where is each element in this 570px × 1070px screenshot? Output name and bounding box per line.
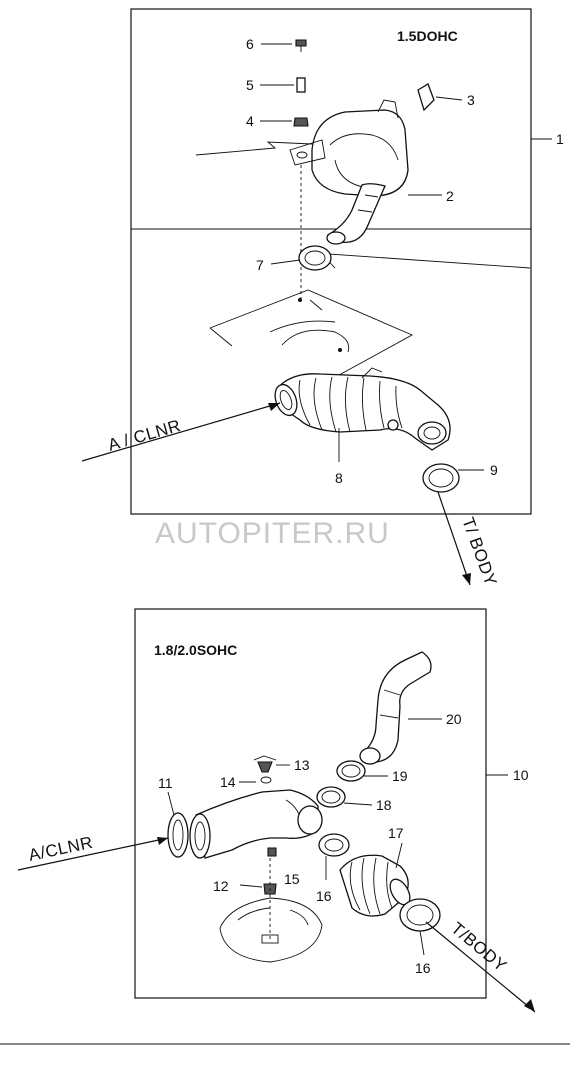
resonator-part: [289, 99, 409, 245]
seal-ring-part: [167, 812, 189, 858]
arrow-out-bottom: [425, 921, 536, 1013]
callout-10: 10: [513, 767, 529, 783]
callout-5: 5: [246, 77, 254, 93]
callout-4: 4: [246, 113, 254, 129]
arrow-in-bottom: [17, 837, 169, 871]
top-frame: [130, 8, 532, 515]
bracket-part: [417, 83, 435, 112]
bellows-part: [339, 854, 411, 917]
callout-17: 17: [388, 825, 404, 841]
callout-6: 6: [246, 36, 254, 52]
clamp-part-9: [422, 463, 460, 493]
watermark: AUTOPITER.RU: [155, 517, 390, 550]
callout-1: 1: [556, 131, 564, 147]
clamp-part-18: [316, 786, 346, 808]
callout-15: 15: [284, 871, 300, 887]
wing-nut-part: [257, 761, 273, 773]
callout-19: 19: [392, 768, 408, 784]
bottom-diagram: 1.8/2.0SOHC 10 11 12 13 14 15 16 16 17 1…: [17, 608, 536, 1013]
callout-14: 14: [220, 774, 236, 790]
intake-pipe-part: [189, 789, 323, 859]
clamp-part-16b: [399, 898, 441, 932]
callout-20: 20: [446, 711, 462, 727]
callout-12: 12: [213, 878, 229, 894]
fastener-stack: [293, 39, 309, 300]
callout-9: 9: [490, 462, 498, 478]
callout-18: 18: [376, 797, 392, 813]
callout-2: 2: [446, 188, 454, 204]
mounting-plate-bottom: [219, 897, 323, 963]
bottom-frame: [134, 608, 487, 999]
top-diagram: 1.5DOHC 1 2 3 4 5 6 7 8 9 A / CLNR T/ BO…: [81, 8, 564, 589]
clamp-part: [298, 245, 332, 271]
callout-16b: 16: [415, 960, 431, 976]
mounting-plate: [209, 289, 414, 381]
engine-label-top: 1.5DOHC: [397, 28, 458, 44]
arrow-in-label-top: A / CLNR: [106, 416, 183, 455]
engine-label-bottom: 1.8/2.0SOHC: [154, 642, 237, 658]
callout-3: 3: [467, 92, 475, 108]
callout-8: 8: [335, 470, 343, 486]
arrow-in-label-bottom: A/CLNR: [27, 833, 95, 865]
clamp-part-16a: [318, 833, 350, 857]
callout-7: 7: [256, 257, 264, 273]
clamp-part-19: [336, 760, 366, 782]
arrow-in-top: [81, 402, 281, 462]
callout-13: 13: [294, 757, 310, 773]
callout-11: 11: [158, 775, 173, 791]
arrow-out-top: [437, 491, 471, 586]
intake-hose-part: [274, 367, 451, 451]
callout-16a: 16: [316, 888, 332, 904]
upper-hose-part: [359, 651, 432, 765]
